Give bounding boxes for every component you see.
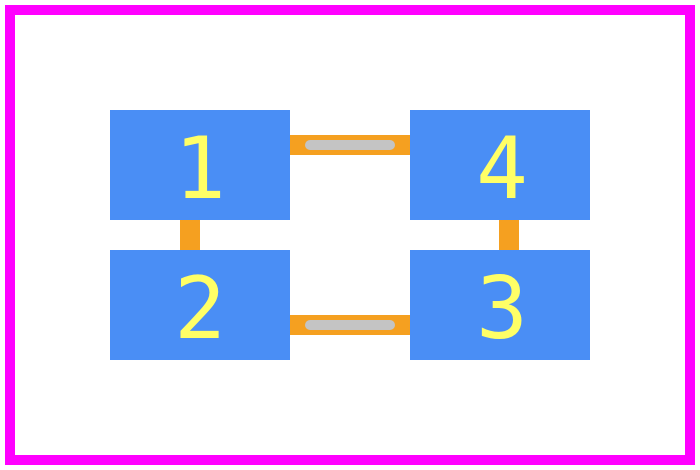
board-outline [5,5,695,465]
connector-top-inner [305,140,395,150]
pad-1-label: 1 [174,119,226,219]
pad-3-label: 3 [476,259,528,359]
pad-4-label: 4 [476,119,528,219]
connector-left [180,220,200,250]
pad-2 [110,250,290,360]
pad-4 [410,110,590,220]
connector-right [499,220,519,250]
pad-1 [110,110,290,220]
pad-3 [410,250,590,360]
connector-bottom-inner [305,320,395,330]
pad-2-label: 2 [174,259,226,359]
